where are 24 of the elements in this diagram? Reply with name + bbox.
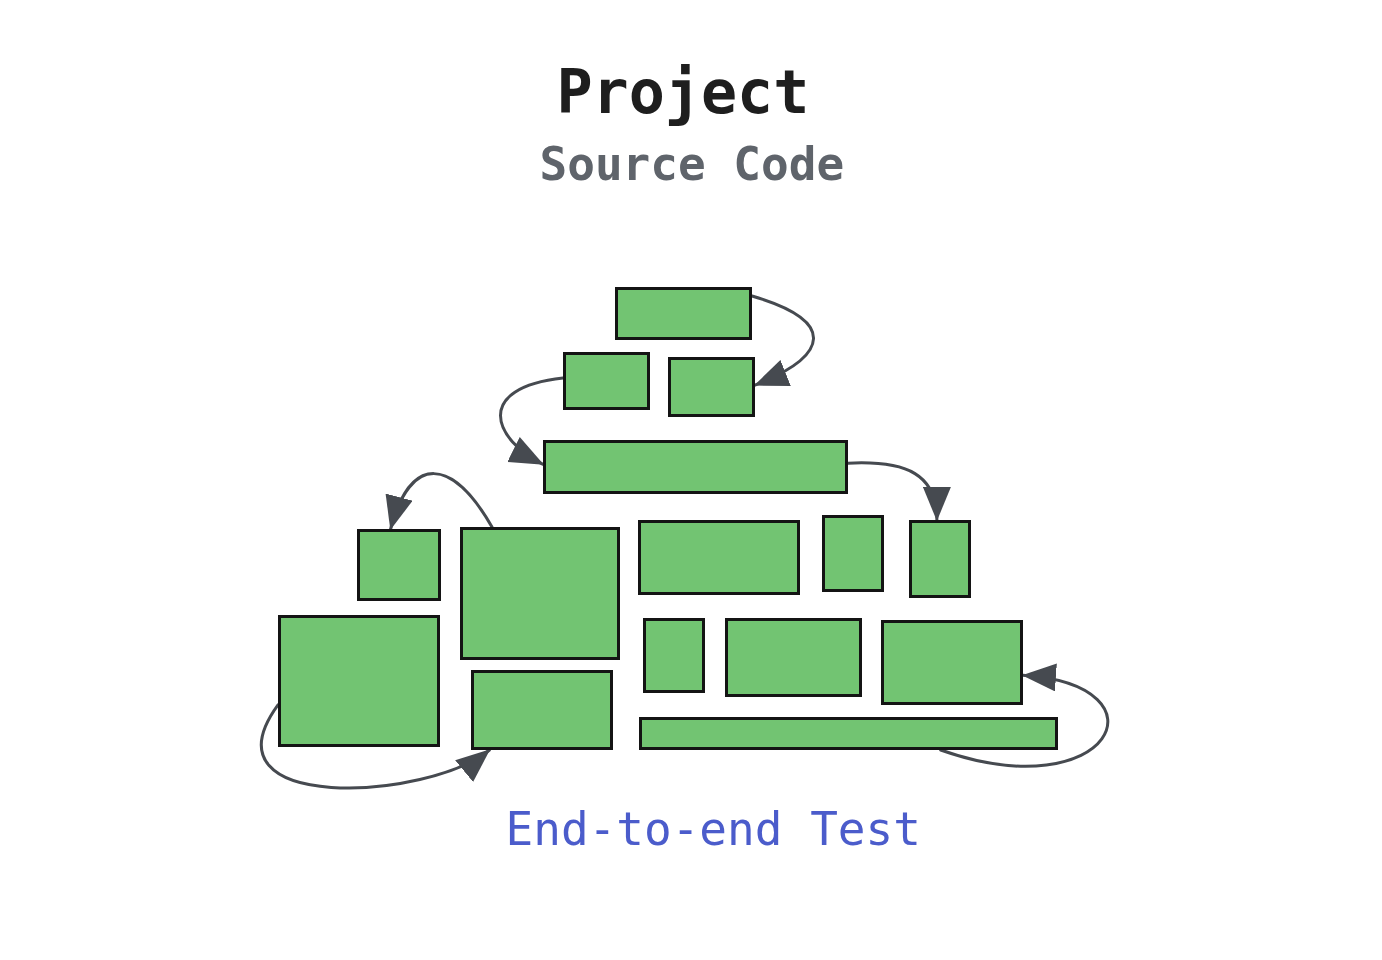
block-box (543, 440, 848, 494)
block-box (278, 615, 440, 747)
block-box (822, 515, 884, 592)
curved-arrow (939, 666, 1109, 768)
curved-arrow (750, 294, 815, 387)
block-box (909, 520, 971, 598)
block-box (881, 620, 1023, 705)
curved-arrow (846, 461, 949, 522)
block-box (357, 529, 441, 601)
block-box (643, 618, 705, 693)
block-box (638, 520, 800, 595)
section-label: End-to-end Test (505, 803, 921, 856)
diagram-title: Project (556, 58, 810, 127)
block-box (460, 527, 620, 660)
block-box (668, 357, 755, 417)
block-box (639, 717, 1058, 750)
curved-arrow (499, 376, 565, 466)
subtitle: Source Code (539, 138, 845, 191)
curved-arrow (387, 472, 494, 531)
block-box (563, 352, 650, 410)
block-box (471, 670, 613, 750)
block-box (615, 287, 752, 340)
curved-arrow (260, 703, 491, 790)
block-box (725, 618, 862, 697)
